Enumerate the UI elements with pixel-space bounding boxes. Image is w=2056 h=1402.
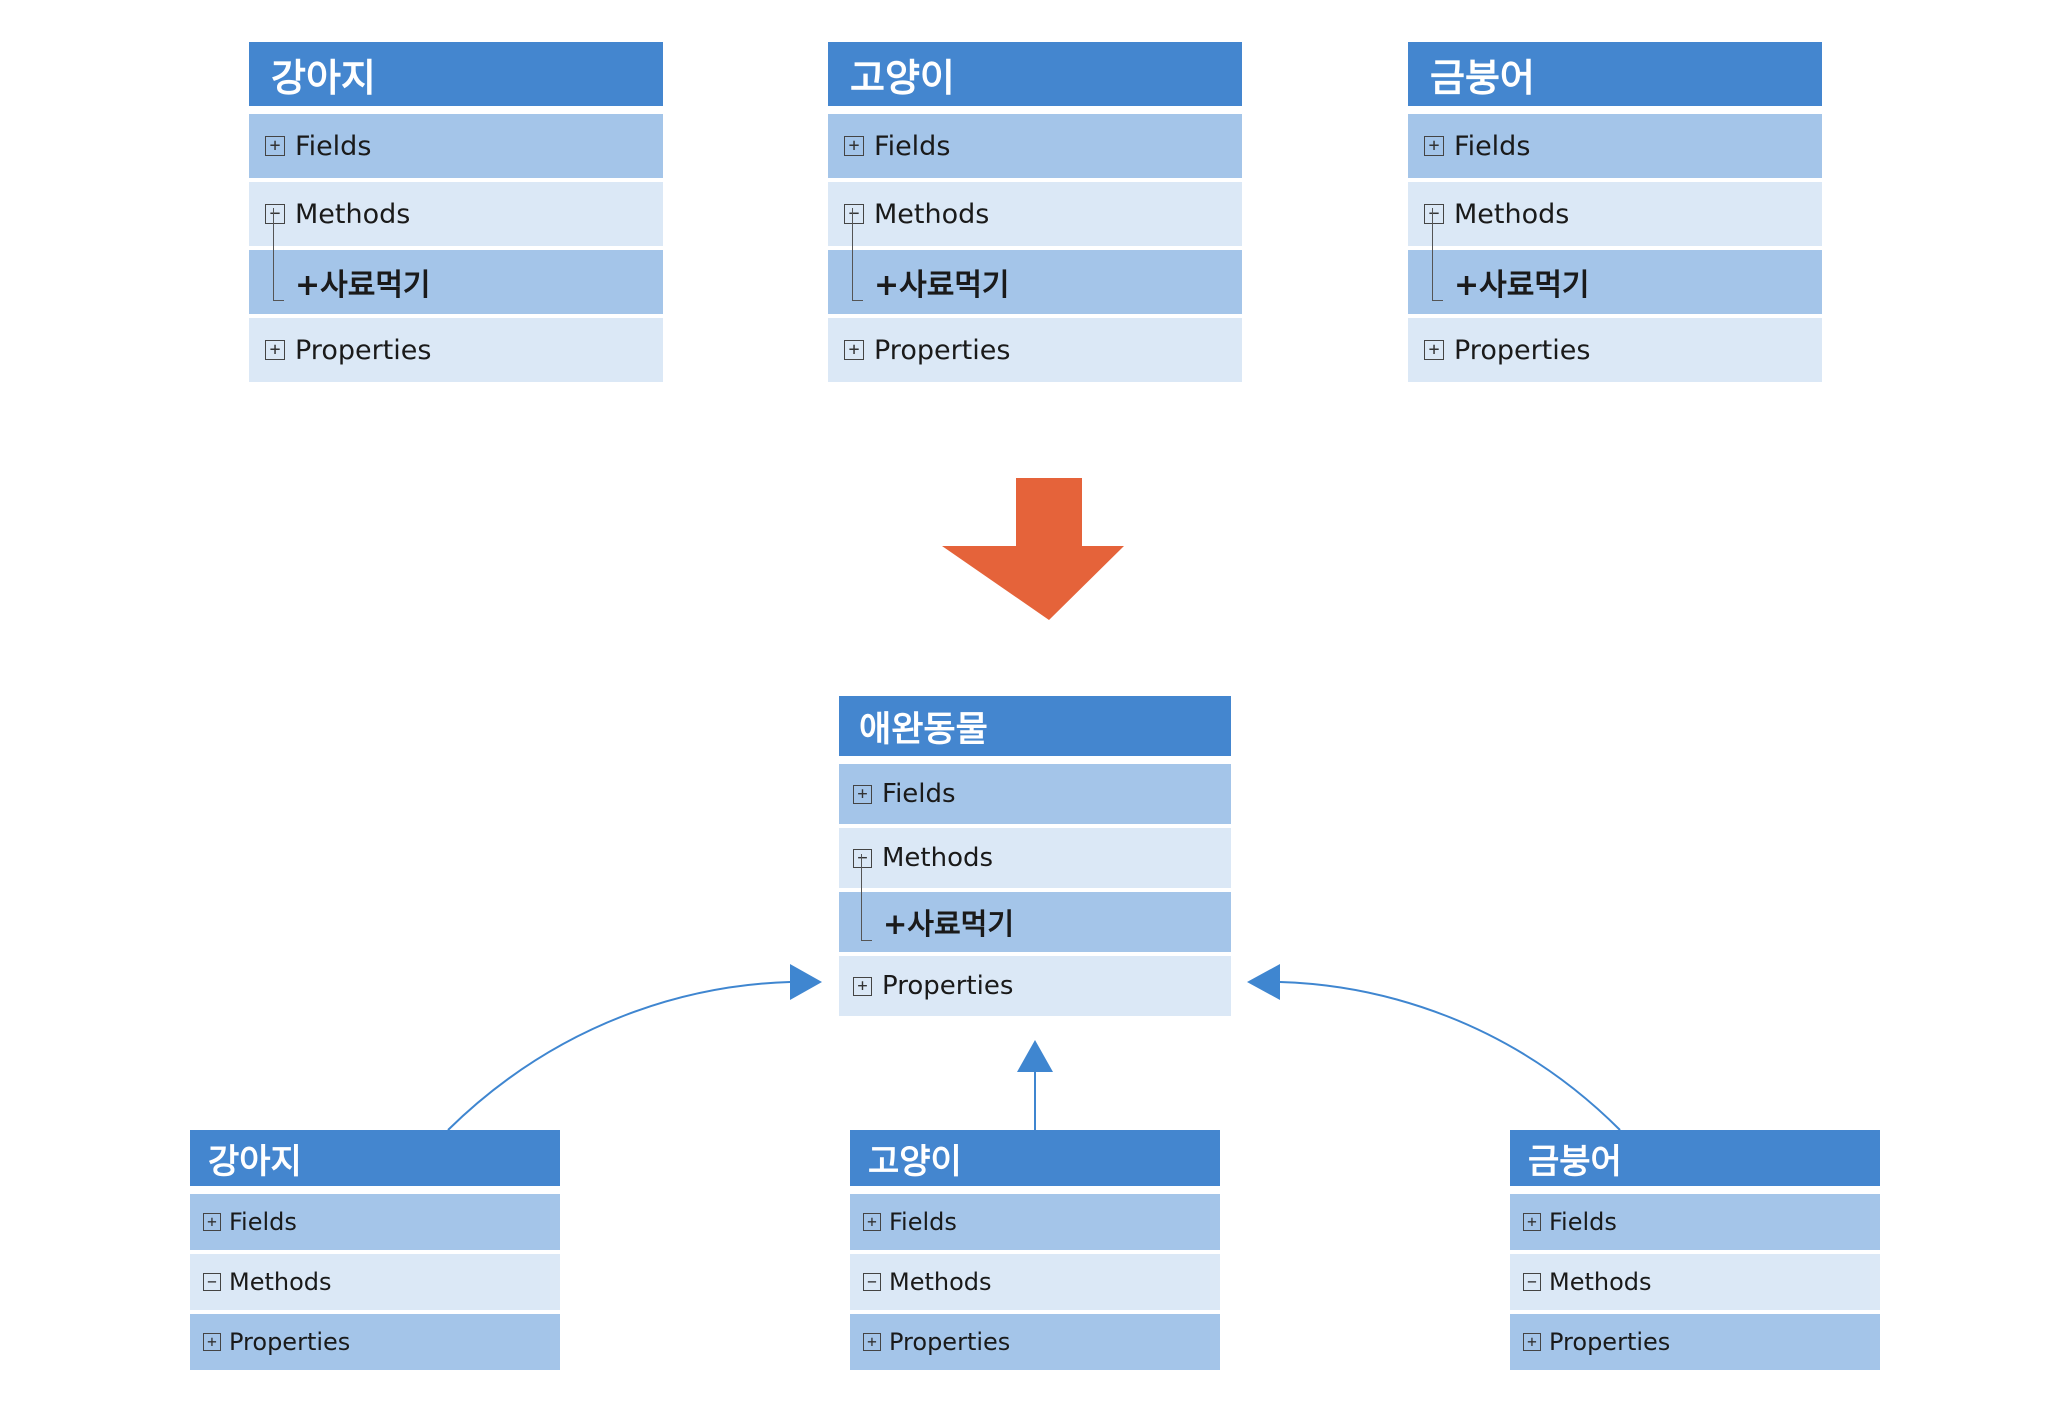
- properties-label: Properties: [1549, 1328, 1671, 1356]
- expand-icon[interactable]: +: [1523, 1213, 1541, 1231]
- expand-icon[interactable]: +: [1523, 1333, 1541, 1351]
- properties-row[interactable]: + Properties: [828, 318, 1242, 382]
- fields-row[interactable]: + Fields: [828, 114, 1242, 178]
- collapse-icon[interactable]: −: [1424, 204, 1444, 224]
- inheritance-arrowhead-left: [790, 964, 822, 1000]
- class-title: 고양이: [850, 1130, 1220, 1186]
- fields-label: Fields: [874, 130, 951, 162]
- properties-row[interactable]: + Properties: [839, 956, 1231, 1016]
- methods-row[interactable]: − Methods: [828, 182, 1242, 246]
- fields-row[interactable]: + Fields: [190, 1194, 560, 1250]
- method-item-row[interactable]: +사료먹기: [249, 208, 663, 314]
- fields-row[interactable]: + Fields: [839, 764, 1231, 824]
- tree-connector: [852, 208, 863, 301]
- methods-label: Methods: [882, 843, 994, 873]
- fields-label: Fields: [229, 1208, 297, 1236]
- collapse-icon[interactable]: −: [844, 204, 864, 224]
- methods-row[interactable]: − Methods: [1510, 1254, 1880, 1310]
- tree-connector: [273, 208, 284, 301]
- inheritance-arrowhead-center: [1017, 1040, 1053, 1072]
- fields-label: Fields: [889, 1208, 957, 1236]
- class-box-dog-derived: 강아지 + Fields − Methods + Properties: [190, 1130, 560, 1374]
- collapse-icon[interactable]: −: [863, 1273, 881, 1291]
- inheritance-arrowhead-right: [1247, 964, 1280, 1000]
- fields-row[interactable]: + Fields: [850, 1194, 1220, 1250]
- class-box-goldfish-derived: 금붕어 + Fields − Methods + Properties: [1510, 1130, 1880, 1374]
- expand-icon[interactable]: +: [203, 1213, 221, 1231]
- method-item-label: +사료먹기: [1454, 268, 1590, 303]
- fields-label: Fields: [882, 779, 956, 809]
- class-title: 애완동물: [839, 696, 1231, 756]
- class-box-dog-top: 강아지 + Fields − Methods +사료먹기 + Propertie…: [249, 42, 663, 386]
- properties-label: Properties: [874, 334, 1011, 366]
- properties-label: Properties: [889, 1328, 1011, 1356]
- method-item-label: +사료먹기: [874, 268, 1010, 303]
- properties-row[interactable]: + Properties: [1510, 1314, 1880, 1370]
- fields-row[interactable]: + Fields: [249, 114, 663, 178]
- methods-label: Methods: [1454, 198, 1570, 230]
- methods-row[interactable]: − Methods: [1408, 182, 1822, 246]
- expand-icon[interactable]: +: [1424, 340, 1444, 360]
- methods-label: Methods: [874, 198, 990, 230]
- class-box-goldfish-top: 금붕어 + Fields − Methods +사료먹기 + Propertie…: [1408, 42, 1822, 386]
- class-box-cat-top: 고양이 + Fields − Methods +사료먹기 + Propertie…: [828, 42, 1242, 386]
- class-title: 강아지: [249, 42, 663, 106]
- tree-connector: [1432, 208, 1443, 301]
- tree-connector: [861, 854, 872, 941]
- collapse-icon[interactable]: −: [265, 204, 285, 224]
- expand-icon[interactable]: +: [265, 136, 285, 156]
- inheritance-line-left: [447, 981, 791, 1131]
- expand-icon[interactable]: +: [203, 1333, 221, 1351]
- class-title: 고양이: [828, 42, 1242, 106]
- methods-label: Methods: [295, 198, 411, 230]
- class-box-cat-derived: 고양이 + Fields − Methods + Properties: [850, 1130, 1220, 1374]
- method-item-label: +사료먹기: [295, 268, 431, 303]
- collapse-icon[interactable]: −: [203, 1273, 221, 1291]
- fields-row[interactable]: + Fields: [1408, 114, 1822, 178]
- properties-row[interactable]: + Properties: [190, 1314, 560, 1370]
- methods-row[interactable]: − Methods: [839, 828, 1231, 888]
- method-item-row[interactable]: +사료먹기: [828, 208, 1242, 314]
- methods-row[interactable]: − Methods: [249, 182, 663, 246]
- expand-icon[interactable]: +: [844, 136, 864, 156]
- methods-row[interactable]: − Methods: [190, 1254, 560, 1310]
- inheritance-line-right: [1279, 981, 1621, 1131]
- transform-down-arrow: [942, 478, 1124, 620]
- expand-icon[interactable]: +: [863, 1213, 881, 1231]
- methods-label: Methods: [1549, 1268, 1652, 1296]
- method-item-row[interactable]: +사료먹기: [839, 854, 1231, 952]
- fields-row[interactable]: + Fields: [1510, 1194, 1880, 1250]
- methods-label: Methods: [889, 1268, 992, 1296]
- class-box-pet-base: 애완동물 + Fields − Methods +사료먹기 + Properti…: [839, 696, 1231, 1020]
- properties-row[interactable]: + Properties: [850, 1314, 1220, 1370]
- properties-row[interactable]: + Properties: [249, 318, 663, 382]
- expand-icon[interactable]: +: [844, 340, 864, 360]
- properties-label: Properties: [1454, 334, 1591, 366]
- fields-label: Fields: [295, 130, 372, 162]
- properties-label: Properties: [229, 1328, 351, 1356]
- expand-icon[interactable]: +: [853, 784, 872, 804]
- expand-icon[interactable]: +: [1424, 136, 1444, 156]
- method-item-row[interactable]: +사료먹기: [1408, 208, 1822, 314]
- class-title: 금붕어: [1408, 42, 1822, 106]
- class-title: 금붕어: [1510, 1130, 1880, 1186]
- properties-label: Properties: [882, 971, 1014, 1001]
- class-title: 강아지: [190, 1130, 560, 1186]
- methods-label: Methods: [229, 1268, 332, 1296]
- properties-row[interactable]: + Properties: [1408, 318, 1822, 382]
- expand-icon[interactable]: +: [853, 976, 872, 996]
- fields-label: Fields: [1549, 1208, 1617, 1236]
- methods-row[interactable]: − Methods: [850, 1254, 1220, 1310]
- expand-icon[interactable]: +: [265, 340, 285, 360]
- method-item-label: +사료먹기: [883, 907, 1015, 941]
- expand-icon[interactable]: +: [863, 1333, 881, 1351]
- collapse-icon[interactable]: −: [853, 848, 872, 868]
- properties-label: Properties: [295, 334, 432, 366]
- fields-label: Fields: [1454, 130, 1531, 162]
- collapse-icon[interactable]: −: [1523, 1273, 1541, 1291]
